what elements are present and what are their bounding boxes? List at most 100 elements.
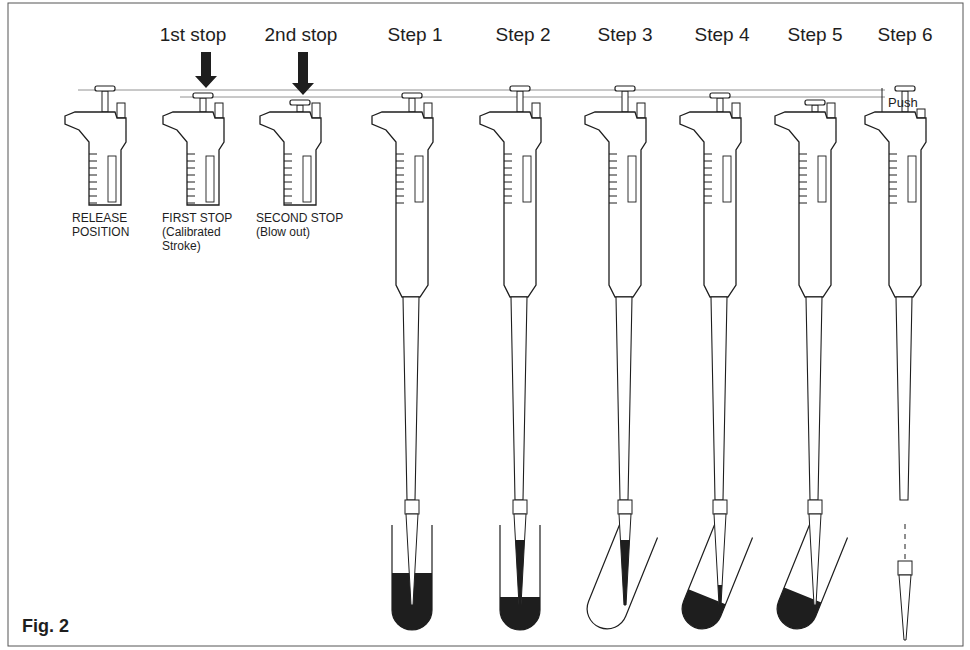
grip-ridge [284,161,292,162]
tube-wall [676,523,752,635]
ejector-button [424,103,432,118]
pipette-shaft [616,297,632,500]
reference-line [180,97,885,98]
pipette-body [865,112,926,297]
grip-ridge [396,154,404,155]
tip-liquid [718,585,722,605]
pipette-shaft [403,297,419,500]
position-label: RELEASE POSITION [72,212,150,240]
grip-ridge [704,154,712,155]
pipette-shaft [896,297,912,500]
plunger-rod [297,105,303,112]
volume-window [415,156,423,202]
grip-ridge [89,168,97,169]
volume-window [108,156,116,202]
grip-ridge [187,182,195,183]
test-tube [771,523,847,635]
grip-ridge [704,203,712,204]
pipette [865,86,926,640]
ejector-button [827,103,835,118]
grip-ridge [284,168,292,169]
grip-ridge [396,168,404,169]
grip-ridge [609,175,617,176]
grip-ridge [89,175,97,176]
plunger-button [895,86,915,91]
grip-ridge [504,196,512,197]
pipette-body [372,112,433,297]
grip-ridge [889,203,897,204]
pipette [480,86,541,605]
grip-ridge [89,196,97,197]
position-label: SECOND STOP (Blow out) [256,212,352,240]
pipette-shaft [511,297,527,500]
grip-ridge [284,196,292,197]
grip-ridge [396,182,404,183]
grip-ridge [609,196,617,197]
plunger-rod [200,98,206,112]
test-tube [581,523,657,635]
grip-ridge [609,203,617,204]
volume-window [303,156,311,202]
grip-ridge [89,189,97,190]
grip-ridge [187,161,195,162]
reference-line [78,90,885,91]
plunger-button [290,100,310,105]
tip-collar [713,500,727,514]
pipette-tip [406,514,418,605]
ejector-button [117,103,125,118]
tip-collar [405,500,419,514]
plunger-button [95,86,115,91]
grip-ridge [187,168,195,169]
plunger-rod [409,98,415,112]
stop-arrow [195,52,217,88]
pipette [680,93,741,605]
grip-ridge [889,161,897,162]
grip-ridge [704,161,712,162]
grip-ridge [799,203,807,204]
pipette [775,100,836,605]
volume-window [908,156,916,202]
step-label: Step 5 [788,24,843,46]
grip-ridge [799,189,807,190]
grip-ridge [187,203,195,204]
pipette [163,93,224,205]
grip-ridge [89,182,97,183]
volume-window [206,156,214,202]
volume-window [628,156,636,202]
stop-label: 2nd stop [265,24,338,46]
grip-ridge [396,189,404,190]
grip-ridge [889,154,897,155]
ejector-button [532,103,540,118]
grip-ridge [799,175,807,176]
grip-ridge [504,203,512,204]
figure-caption: Fig. 2 [22,616,69,637]
step-label: Step 3 [598,24,653,46]
pipette [65,86,126,205]
grip-ridge [284,175,292,176]
grip-ridge [799,196,807,197]
grip-ridge [704,196,712,197]
ejector-button [637,103,645,118]
grip-ridge [504,168,512,169]
grip-ridge [609,161,617,162]
grip-ridge [284,182,292,183]
tip-collar [808,500,822,514]
grip-ridge [799,168,807,169]
pipette [372,93,433,605]
plunger-button [710,93,730,98]
tip-liquid [515,540,524,605]
grip-ridge [89,154,97,155]
grip-ridge [504,189,512,190]
step-label: Step 6 [878,24,933,46]
grip-ridge [889,182,897,183]
plunger-rod [517,91,523,112]
grip-ridge [799,154,807,155]
grip-ridge [187,196,195,197]
pipette-body [480,112,541,297]
grip-ridge [704,168,712,169]
ejector-button [917,109,925,118]
volume-window [523,156,531,202]
pipette-tip [619,514,631,605]
pipette [585,86,646,605]
